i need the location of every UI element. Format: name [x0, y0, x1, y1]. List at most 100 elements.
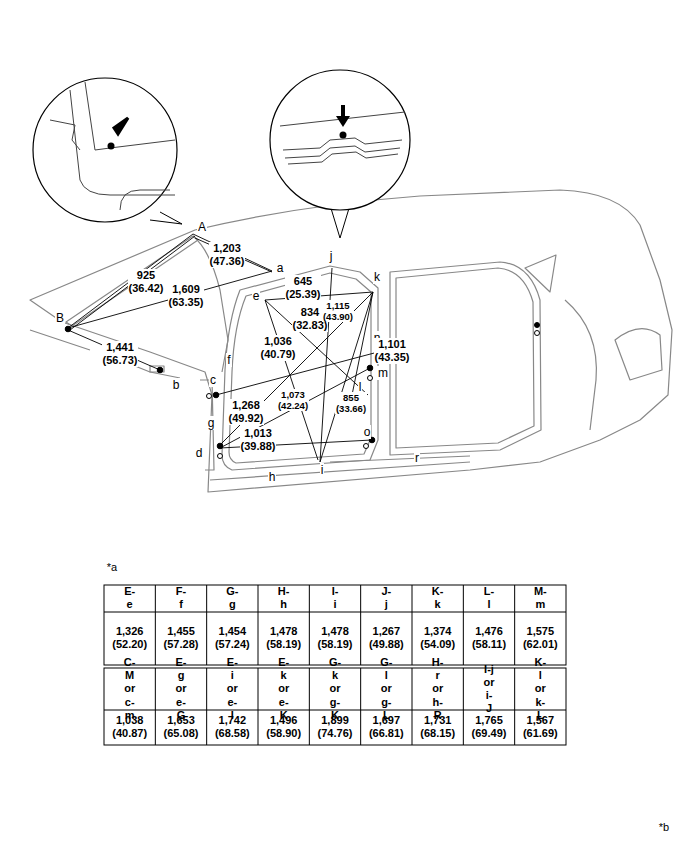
drawing-line [104, 612, 566, 613]
table-rule [258, 585, 259, 665]
table-value: 1,454 (57.24) [215, 625, 250, 651]
drawing-circle [217, 443, 223, 449]
drawing-path [222, 266, 378, 470]
table-rule [155, 668, 156, 745]
table-value: 1,575 (62.01) [523, 625, 558, 651]
drawing-path [30, 330, 90, 350]
table-value: 1,267 (49.88) [369, 625, 404, 651]
drawing-path [30, 190, 672, 492]
table-value: 1,476 (58.11) [472, 625, 506, 651]
table-header: C-M or c-m [124, 656, 136, 722]
table-header: G-g [226, 585, 238, 611]
table-rule [412, 585, 413, 665]
table-header: I-j or i-J [484, 663, 495, 716]
drawing-line [68, 330, 160, 370]
table-value: 1,653 (65.08) [164, 714, 199, 740]
table-value: 1,742 (68.58) [215, 714, 250, 740]
drawing-g [155, 585, 514, 745]
table-header: H-h [278, 585, 290, 611]
drawing-path [336, 116, 350, 127]
table-rule [309, 668, 310, 745]
drawing-circle [367, 365, 373, 371]
drawing-path [565, 300, 596, 430]
table-rule [155, 585, 156, 665]
table-note: *a [107, 561, 117, 574]
point-letter: i [320, 463, 325, 477]
table-header: G-l or g-L [380, 656, 392, 722]
table-header: E-k or e-K [278, 656, 289, 722]
table-rule [514, 668, 515, 745]
drawing-path [390, 262, 541, 455]
table-value: 1,455 (57.28) [164, 625, 199, 651]
detail-callout-left [33, 78, 182, 224]
dimension-value: 1,101 (43.35) [374, 338, 411, 364]
point-letter: b [172, 378, 181, 392]
point-letter: h [268, 470, 277, 484]
table-value: 1,899 (74.76) [318, 714, 353, 740]
table-value: 1,478 (58.19) [266, 625, 301, 651]
drawing-path [330, 456, 470, 462]
point-letter: j [329, 249, 334, 263]
point-letter: f [226, 353, 231, 367]
point-letter: e [252, 289, 261, 303]
car-body [30, 190, 672, 492]
drawing-circle [108, 143, 115, 150]
point-letter: g [207, 416, 216, 430]
table-rule [463, 585, 464, 665]
drawing-path [150, 212, 182, 224]
table-rule [360, 668, 361, 745]
table-rule [360, 585, 361, 665]
dimension-value: 855 (33.66) [335, 392, 367, 415]
point-letter: c [209, 373, 217, 387]
drawing-circle [368, 376, 373, 381]
dimension-value: 1,013 (39.88) [240, 427, 277, 453]
drawing-circle [364, 444, 369, 449]
point-letter: k [373, 270, 381, 284]
drawing-path [120, 190, 170, 210]
table-header: K-k [432, 585, 444, 611]
table-rule [206, 585, 207, 665]
drawing-circle [65, 326, 71, 332]
drawing-circle [340, 132, 347, 139]
table-rule [412, 668, 413, 745]
drawing-circle [33, 78, 177, 222]
dimension-value: 925 (36.42) [128, 269, 165, 295]
dimension-value: 1,609 (63.35) [168, 283, 205, 309]
table-value: 1,374 (54.09) [420, 625, 455, 651]
drawing-path [50, 120, 80, 150]
dimension-value: 1,073 (42.24) [277, 389, 309, 412]
point-letter: B [55, 311, 65, 325]
table-header: E-e [124, 585, 135, 611]
table-header: J-j [381, 585, 391, 611]
drawing-path [283, 138, 402, 150]
drawing-circle [207, 394, 212, 399]
table-value: 1,697 (66.81) [369, 714, 404, 740]
dimension-value: 1,203 (47.36) [209, 242, 246, 268]
drawing-circle [213, 392, 219, 398]
drawing-line [68, 271, 272, 328]
drawing-path [70, 90, 175, 195]
table-header: E-g or e-G [176, 656, 187, 722]
dimension-value: 1,441 (56.73) [102, 341, 139, 367]
table-value: 1,496 (58.90) [266, 714, 301, 740]
table-value: 1,765 (69.49) [472, 714, 507, 740]
drawing-path [85, 82, 175, 150]
table-header: K-l or k-L [535, 656, 547, 722]
drawing-path [210, 462, 470, 480]
table-header: L-l [484, 585, 494, 611]
table-value: 1,038 (40.87) [112, 714, 147, 740]
figure-note: *b [659, 821, 669, 834]
point-letter: a [276, 261, 285, 275]
table-header: H-r or h-R [432, 656, 444, 722]
drawing-line [352, 292, 373, 395]
drawing-line [320, 292, 373, 462]
table-header: I-i [332, 585, 339, 611]
point-letter: o [363, 425, 372, 439]
table-rule [258, 668, 259, 745]
point-letter: A [197, 220, 207, 234]
drawing-path [525, 255, 556, 292]
drawing-rect [104, 585, 566, 665]
point-letter: m [377, 366, 389, 380]
drawing-line [195, 238, 272, 272]
table-rule [514, 585, 515, 665]
